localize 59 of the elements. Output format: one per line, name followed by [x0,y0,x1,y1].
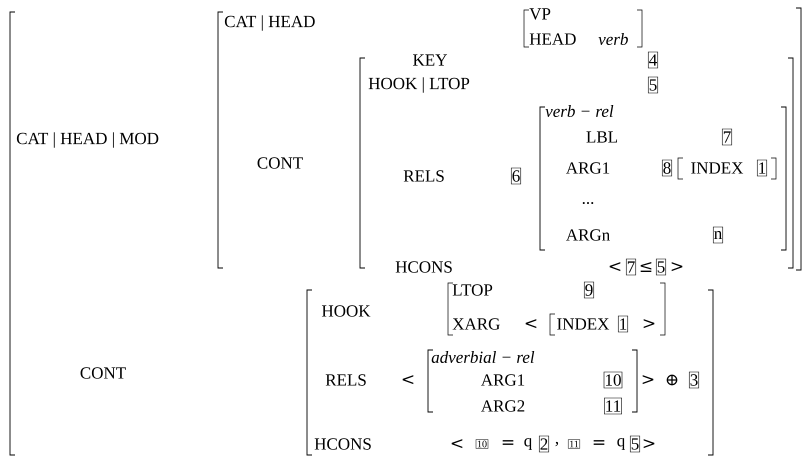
symbol: < [610,262,620,272]
symbol: > [644,439,654,448]
tag-box: 6 [510,168,522,184]
tag-box: 7 [626,258,636,276]
feature-label: q [524,438,532,450]
feature-label: ARGn [566,229,610,241]
feature-label: CONT [258,157,303,169]
feature-label: INDEX [691,162,744,174]
symbol: > [642,375,654,384]
tag-box: 5 [630,436,640,452]
tag-box: 10 [604,372,622,388]
tag-box: 5 [656,258,666,276]
type-label: verb [598,33,628,45]
feature-label: q [617,438,625,450]
feature-label: ARG1 [480,374,524,386]
tag-box: n [712,226,724,244]
tag-box: 1 [618,316,628,332]
feature-label: VP [529,8,550,20]
tag-box: 8 [662,160,672,176]
tag-box: 2 [538,436,550,452]
tag-box: 11 [568,439,580,449]
type-label: verb − rel [545,105,614,117]
feature-label: HCONS [314,438,371,450]
feature-label: LBL [586,131,618,143]
feature-label: ARG2 [480,400,524,412]
feature-label: KEY [413,54,448,66]
tag-box: 4 [648,52,658,68]
tag-box: 11 [604,398,622,414]
feature-label: , [556,442,558,446]
feature-label: ARG1 [566,162,610,174]
feature-label: HCONS [396,261,452,273]
tag-box: 3 [688,372,700,388]
symbol: = [594,440,604,445]
symbol: < [526,319,536,328]
symbol: ⊕ [666,374,678,386]
symbol: ≤ [640,262,652,272]
feature-label: ... [582,202,594,204]
tag-box: 7 [722,128,732,146]
symbol: > [672,262,682,272]
feature-label: HOOK [322,305,370,317]
feature-label: RELS [404,170,444,182]
feature-label: RELS [326,374,366,386]
feature-label: INDEX [557,318,610,330]
tag-box: 5 [648,76,658,94]
feature-label: CAT | HEAD [224,15,315,31]
feature-label: CONT [80,367,126,379]
symbol: > [644,319,654,328]
symbol: = [502,440,514,445]
feature-label: LTOP [452,284,492,296]
feature-label: HEAD [530,33,576,45]
tag-box: 10 [476,439,488,449]
tag-box: 1 [756,160,768,176]
tag-box: 9 [584,282,594,298]
feature-label: XARG [452,318,500,330]
feature-label: CAT | HEAD | MOD [16,132,158,148]
symbol: < [452,439,462,448]
feature-label: HOOK | LTOP [368,77,470,93]
type-label: adverbial − rel [432,351,534,363]
symbol: < [402,375,414,384]
